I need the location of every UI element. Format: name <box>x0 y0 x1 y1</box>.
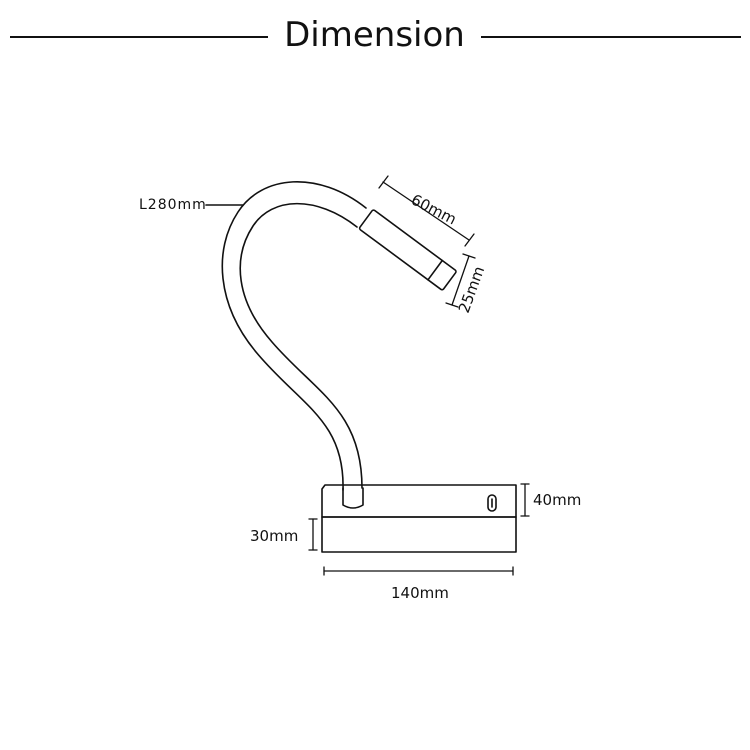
title-rule-right <box>481 36 741 38</box>
arm-length-label: L280mm <box>139 197 207 213</box>
base-height-dimension <box>520 483 530 517</box>
base-height-label: 40mm <box>533 491 581 509</box>
base-top-face <box>321 484 517 518</box>
page-title: Dimension <box>284 15 465 55</box>
lamp-head <box>358 209 457 291</box>
base-width-label: 140mm <box>391 584 449 602</box>
head-diameter-dimension <box>445 253 476 308</box>
head-diameter-label: 25mm <box>455 264 488 316</box>
gooseneck-arm-outer <box>221 180 367 491</box>
arm-connector <box>342 487 364 509</box>
base-front-face <box>321 516 517 553</box>
title-section: Dimension <box>0 0 750 75</box>
switch-icon <box>487 494 497 512</box>
base-depth-label: 30mm <box>250 527 298 545</box>
head-length-dimension <box>378 175 475 247</box>
gooseneck-arm-inner <box>239 202 363 489</box>
title-rule-left <box>10 36 268 38</box>
base-depth-dimension <box>308 518 318 551</box>
head-length-label: 60mm <box>408 191 459 229</box>
base-width-dimension <box>323 566 514 576</box>
